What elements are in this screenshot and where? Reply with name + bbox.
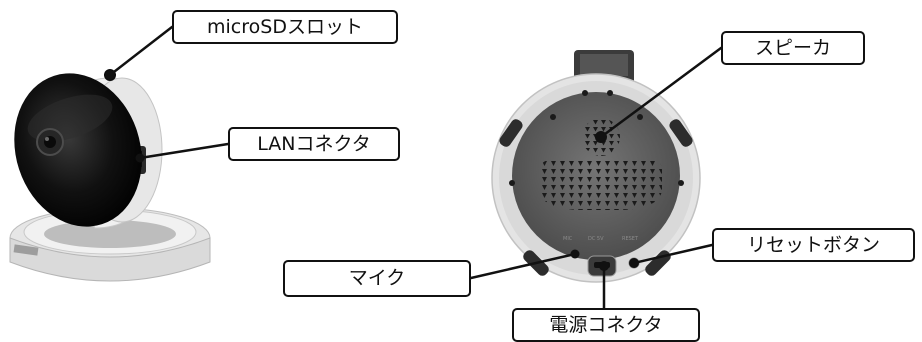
leader-speaker: [599, 46, 723, 139]
mic-marking: MIC: [563, 236, 573, 242]
dc-marking: DC 5V: [588, 236, 604, 242]
label-mic: マイク: [283, 260, 471, 297]
vent-grill: [540, 160, 662, 210]
leader-mic: [469, 252, 577, 280]
leader-microsd: [108, 25, 174, 77]
leader-lines: [108, 25, 723, 310]
camera-back-view: MIC DC 5V RESET: [491, 50, 701, 283]
leader-endpoints: [105, 70, 639, 271]
camera-lens-dome: [14, 73, 142, 227]
label-microsd-slot: microSDスロット: [172, 10, 398, 44]
reset-marking: RESET: [622, 236, 639, 242]
label-power-connector: 電源コネクタ: [512, 308, 700, 342]
label-reset-button: リセットボタン: [712, 228, 915, 262]
label-speaker: スピーカ: [721, 31, 865, 65]
label-lan-connector: LANコネクタ: [228, 127, 400, 161]
leader-reset: [632, 243, 714, 265]
screw-holes: [509, 90, 684, 186]
camera-front-view: [9, 69, 211, 282]
leader-lan: [138, 142, 230, 160]
